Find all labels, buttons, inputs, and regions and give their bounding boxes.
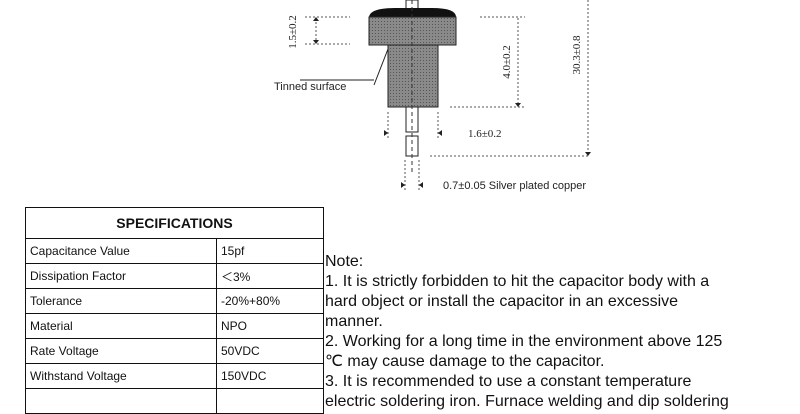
- spec-name: Tolerance: [25, 288, 217, 314]
- spec-value: ＜3%: [216, 263, 324, 289]
- table-row: [25, 388, 324, 414]
- spec-value: NPO: [216, 313, 324, 339]
- dim-total-label: 30.3±0.8: [571, 35, 583, 75]
- dimension-arrows: [313, 17, 591, 188]
- dim-body-diameter-label: 1.6±0.2: [468, 128, 502, 140]
- spec-name: Dissipation Factor: [25, 263, 217, 289]
- spec-name: [25, 388, 217, 414]
- note-line: 3. It is recommended to use a constant t…: [325, 373, 692, 390]
- note-line: manner.: [325, 313, 383, 330]
- spec-value: 15pf: [216, 238, 324, 264]
- spec-name: Material: [25, 313, 217, 339]
- tinned-surface-label: Tinned surface: [274, 81, 346, 93]
- note-line: 1. It is strictly forbidden to hit the c…: [325, 273, 710, 290]
- notes-section: Note: 1. It is strictly forbidden to hit…: [325, 252, 795, 412]
- table-row: Dissipation Factor＜3%: [25, 263, 324, 289]
- dim-lead-label: 0.7±0.05 Silver plated copper: [443, 180, 586, 192]
- spec-value: -20%+80%: [216, 288, 324, 314]
- note-line: ℃ may cause damage to the capacitor.: [325, 353, 605, 370]
- capacitor-drawing: [300, 0, 457, 175]
- spec-name: Withstand Voltage: [25, 363, 217, 389]
- capacitor-dimension-diagram: 1.5±0.2 4.0±0.2 30.3±0.8 1.6±0.2 0.7±0.0…: [274, 0, 591, 192]
- spec-value: 150VDC: [216, 363, 324, 389]
- dim-body-label: 4.0±0.2: [501, 45, 513, 79]
- spec-value: [216, 388, 324, 414]
- notes-heading: Note:: [325, 253, 364, 270]
- dimension-lines: [305, 0, 590, 190]
- dim-cap-label: 1.5±0.2: [287, 15, 299, 49]
- note-line: 2. Working for a long time in the enviro…: [325, 333, 723, 350]
- note-line: electric soldering iron. Furnace welding…: [325, 393, 729, 410]
- table-row: Tolerance-20%+80%: [25, 288, 324, 314]
- spec-name: Capacitance Value: [25, 238, 217, 264]
- spec-name: Rate Voltage: [25, 338, 217, 364]
- specifications-title: SPECIFICATIONS: [25, 207, 324, 239]
- note-line: hard object or install the capacitor in …: [325, 293, 679, 310]
- spec-value: 50VDC: [216, 338, 324, 364]
